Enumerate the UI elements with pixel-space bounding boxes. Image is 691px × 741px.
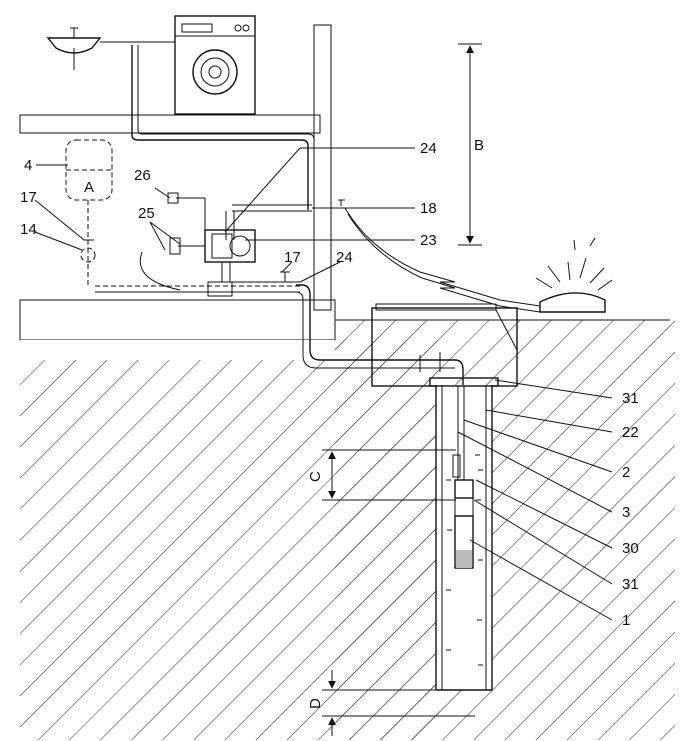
well-pump-icon bbox=[452, 386, 474, 569]
pump-icon bbox=[139, 192, 256, 291]
sink-icon bbox=[46, 27, 175, 70]
label-c: C bbox=[307, 471, 324, 482]
label-17-left: 17 bbox=[20, 189, 37, 206]
label-31-top: 31 bbox=[622, 390, 639, 407]
label-4: 4 bbox=[24, 157, 32, 174]
washing-machine-icon bbox=[174, 15, 256, 115]
label-26: 26 bbox=[134, 167, 151, 184]
indoor-piping bbox=[95, 45, 464, 385]
garden-hose bbox=[344, 207, 541, 313]
label-3: 3 bbox=[622, 504, 630, 521]
ground bbox=[20, 319, 675, 740]
label-1: 1 bbox=[622, 612, 630, 629]
dimensions bbox=[322, 43, 482, 736]
label-d: D bbox=[307, 698, 324, 709]
label-18: 18 bbox=[420, 200, 437, 217]
pressure-tank-icon bbox=[65, 139, 113, 286]
tap-icon bbox=[84, 199, 345, 282]
label-17-right: 17 bbox=[284, 249, 301, 266]
callout-labels: 4 A 17 14 26 25 24 18 23 17 24 B C D 31 … bbox=[20, 137, 639, 709]
label-31-bottom: 31 bbox=[622, 576, 639, 593]
label-2: 2 bbox=[622, 464, 630, 481]
label-22: 22 bbox=[622, 424, 639, 441]
label-a: A bbox=[84, 179, 94, 196]
label-14: 14 bbox=[20, 221, 37, 238]
sprinkler-icon bbox=[535, 237, 613, 313]
label-24-bottom: 24 bbox=[336, 249, 353, 266]
label-24-top: 24 bbox=[420, 140, 437, 157]
label-25: 25 bbox=[138, 205, 155, 222]
leader-lines bbox=[34, 147, 613, 621]
label-b: B bbox=[474, 137, 484, 154]
building-structure bbox=[19, 24, 336, 341]
label-23: 23 bbox=[420, 232, 437, 249]
label-30: 30 bbox=[622, 540, 639, 557]
